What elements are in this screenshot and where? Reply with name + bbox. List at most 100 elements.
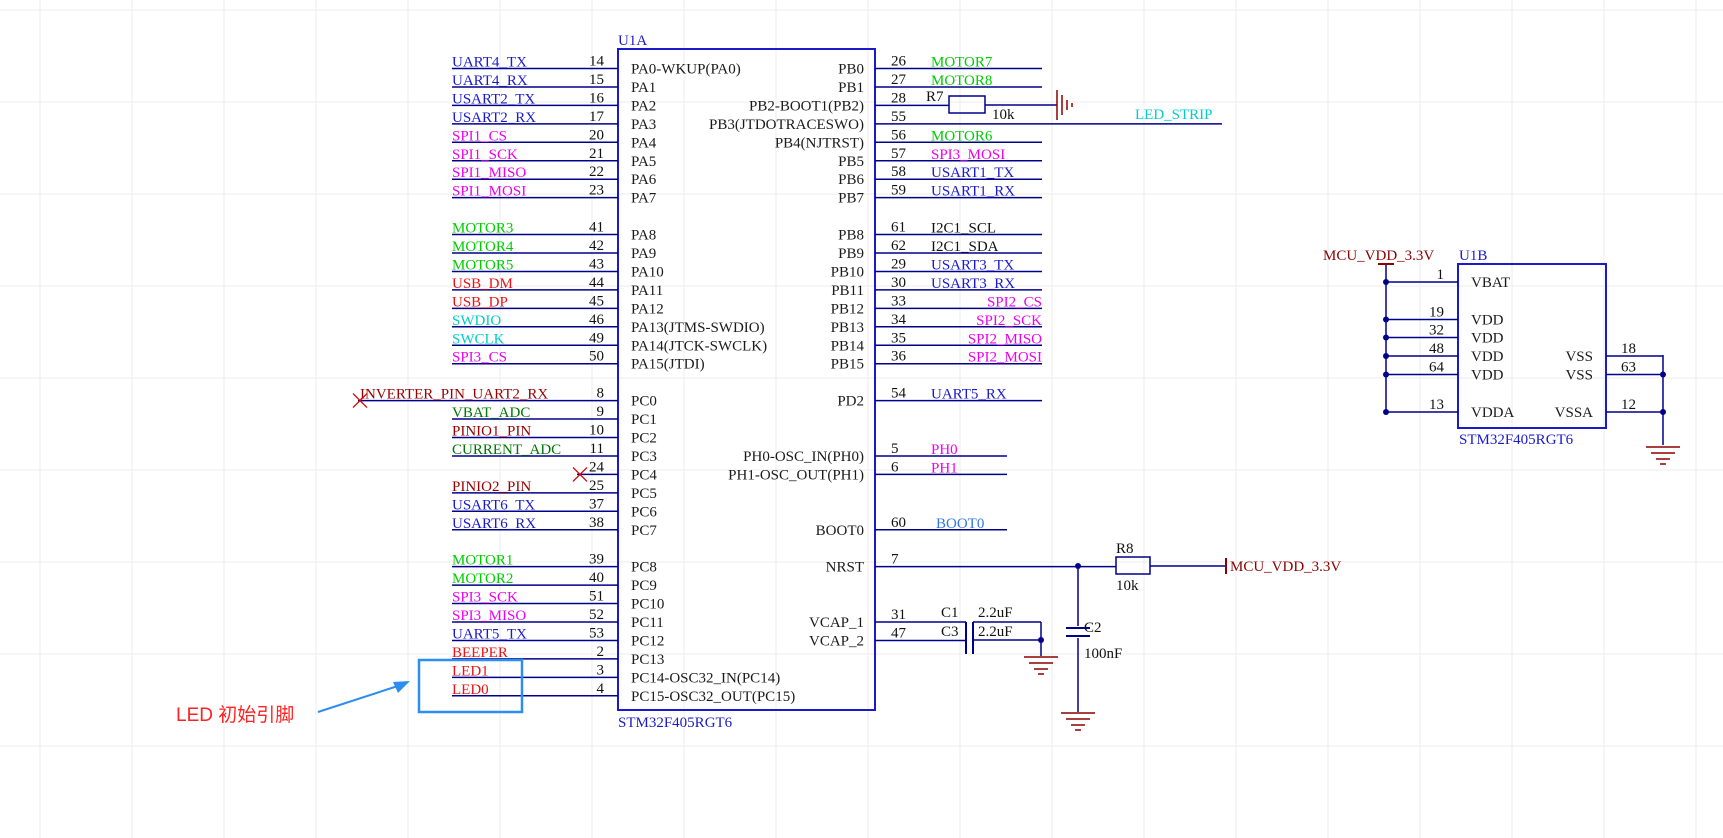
net-label: MOTOR4 bbox=[452, 239, 514, 255]
pin-name: VDD bbox=[1471, 349, 1504, 365]
pin-number: 35 bbox=[891, 330, 906, 346]
pin-name: PA12 bbox=[631, 301, 664, 317]
pin-number: 42 bbox=[589, 238, 604, 254]
pin-number: 46 bbox=[589, 312, 605, 328]
pin-name: PC7 bbox=[631, 523, 657, 539]
pin-name: PA13(JTMS-SWDIO) bbox=[631, 320, 765, 336]
r7-body[interactable] bbox=[948, 95, 986, 114]
pin-number: 25 bbox=[589, 478, 604, 494]
pin-name: PC4 bbox=[631, 467, 657, 483]
net-label: BEEPER bbox=[452, 645, 508, 661]
pin-name: PC14-OSC32_IN(PC14) bbox=[631, 670, 780, 686]
r7-resistor[interactable]: R7 10k bbox=[926, 89, 1057, 123]
net-label: USB_DP bbox=[452, 294, 508, 310]
pin-number: 27 bbox=[891, 72, 907, 88]
net-label: INVERTER_PIN_UART2_RX bbox=[360, 387, 548, 403]
net-label: I2C1_SDA bbox=[931, 239, 999, 255]
net-label: USART1_RX bbox=[931, 184, 1015, 200]
r8-body[interactable] bbox=[1115, 556, 1151, 575]
u1b-body[interactable] bbox=[1457, 263, 1607, 429]
pin-name: PC12 bbox=[631, 633, 664, 649]
pin-number: 19 bbox=[1429, 305, 1444, 321]
c1-designator: C1 bbox=[941, 605, 959, 621]
pin-name: BOOT0 bbox=[816, 523, 864, 539]
pin-number: 10 bbox=[589, 423, 604, 439]
u1a-body[interactable] bbox=[617, 48, 876, 711]
pin-name: PB12 bbox=[831, 301, 864, 317]
pin-number: 61 bbox=[891, 220, 906, 236]
net-label: SWDIO bbox=[452, 313, 501, 329]
pin-name: PA1 bbox=[631, 80, 656, 96]
pin-name: PA10 bbox=[631, 264, 664, 280]
c1-value: 2.2uF bbox=[978, 605, 1013, 621]
pin-name: VBAT bbox=[1471, 275, 1510, 291]
junction-dot bbox=[1660, 371, 1666, 378]
